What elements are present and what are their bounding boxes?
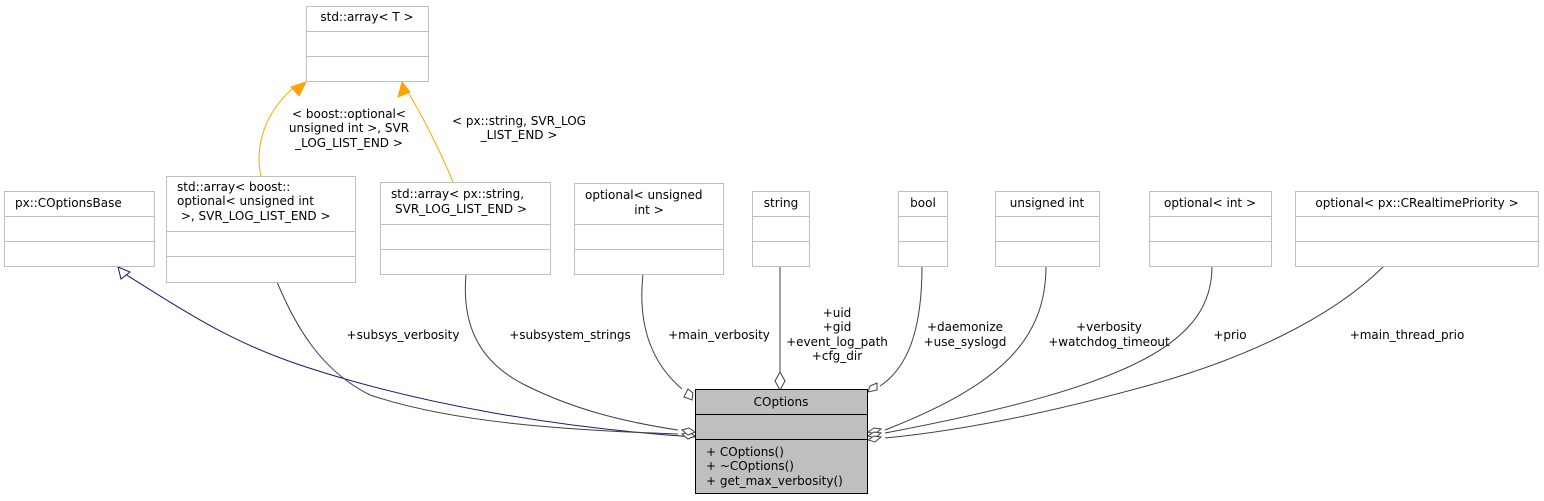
composition-edge-subsystem-strings	[464, 273, 679, 431]
template-label-optional: < boost::optional< unsigned int >, SVR _…	[289, 107, 409, 150]
class-name: optional< int >	[1164, 196, 1256, 210]
class-name: COptions	[754, 395, 809, 409]
class-name: optional< unsigned int	[177, 194, 314, 208]
label-bool-members: +daemonize +use_syslogd	[924, 320, 1007, 349]
class-name: int >	[634, 203, 664, 217]
class-box-optional-realtime: optional< px::CRealtimePriority >	[1295, 191, 1539, 267]
composition-edge-bool	[879, 265, 923, 387]
method-constructor: + COptions()	[706, 445, 784, 459]
class-name: optional< unsigned	[585, 188, 703, 202]
class-box-optional-uint: optional< unsigned int >	[574, 183, 724, 275]
svg-text:+cfg_dir: +cfg_dir	[812, 349, 862, 363]
label-uint-members: +verbosity +watchdog_timeout	[1048, 320, 1170, 349]
composition-edge-optional-int	[884, 265, 1213, 434]
composition-edge-subsys-verbosity	[276, 281, 679, 435]
class-box-std-array-template: std::array< T >	[306, 6, 429, 82]
label-string-members: +uid +gid +event_log_path +cfg_dir	[786, 306, 888, 363]
edges	[124, 83, 1385, 439]
method-get-max-verbosity: + get_max_verbosity()	[706, 474, 843, 488]
label-main-verbosity: +main_verbosity	[668, 328, 770, 342]
class-box-coptions[interactable]: COptions + COptions() + ~COptions() + ge…	[695, 389, 868, 494]
label-prio: +prio	[1213, 328, 1246, 342]
class-name: std::array< boost::	[177, 180, 290, 194]
class-box-optional-int: optional< int >	[1149, 191, 1272, 267]
class-name: >, SVR_LOG_LIST_END >	[177, 209, 331, 223]
svg-text:+watchdog_timeout: +watchdog_timeout	[1048, 335, 1170, 349]
svg-text:+uid: +uid	[823, 306, 852, 320]
composition-edge-main-verbosity	[641, 273, 683, 390]
class-box-unsigned-int: unsigned int	[995, 191, 1100, 267]
template-arrowhead-optional	[290, 81, 307, 97]
svg-text:+verbosity: +verbosity	[1076, 320, 1142, 334]
class-box-array-optional-uint: std::array< boost:: optional< unsigned i…	[166, 176, 356, 283]
diamond-bool	[867, 382, 878, 393]
class-box-bool: bool	[898, 191, 948, 267]
diamond-string	[774, 370, 786, 392]
svg-text:unsigned int >, SVR: unsigned int >, SVR	[289, 121, 409, 135]
template-edge-pxstring-array	[407, 91, 454, 183]
template-edge-optional-array	[258, 83, 299, 177]
template-arrowhead-pxstring	[397, 80, 411, 98]
label-subsystem-strings: +subsystem_strings	[509, 328, 631, 342]
class-name: string	[764, 196, 798, 210]
class-box-coptionsbase: px::COptionsBase	[4, 191, 155, 267]
svg-text:< px::string, SVR_LOG: < px::string, SVR_LOG	[452, 114, 586, 128]
class-box-string: string	[752, 191, 810, 267]
class-name: px::COptionsBase	[15, 196, 122, 210]
diamond-main-verbosity	[683, 388, 694, 401]
class-name: SVR_LOG_LIST_END >	[395, 202, 527, 216]
inheritance-edge	[124, 273, 696, 438]
diamond-subsystem-strings	[680, 427, 697, 436]
method-destructor: + ~COptions()	[706, 459, 794, 473]
class-box-array-pxstring: std::array< px::string, SVR_LOG_LIST_END…	[380, 182, 551, 275]
svg-text:+gid: +gid	[823, 320, 852, 334]
label-main-thread-prio: +main_thread_prio	[1350, 328, 1465, 342]
svg-text:+daemonize: +daemonize	[927, 320, 1003, 334]
diamond-optional-realtime	[866, 435, 883, 443]
svg-text:< boost::optional<: < boost::optional<	[292, 107, 406, 121]
svg-text:+use_syslogd: +use_syslogd	[924, 335, 1007, 349]
svg-text:+event_log_path: +event_log_path	[786, 335, 888, 349]
class-name: std::array< px::string,	[391, 187, 524, 201]
composition-edge-unsigned-int	[884, 265, 1047, 431]
svg-text:_LOG_LIST_END >: _LOG_LIST_END >	[294, 136, 403, 150]
label-subsys-verbosity: +subsys_verbosity	[347, 328, 460, 342]
class-name: unsigned int	[1010, 196, 1085, 210]
edge-heads	[117, 80, 883, 443]
class-name: std::array< T >	[320, 10, 413, 24]
inheritance-arrowhead	[117, 266, 131, 280]
composition-edge-optional-realtime	[884, 265, 1385, 439]
class-name: optional< px::CRealtimePriority >	[1315, 196, 1518, 210]
class-name: bool	[910, 196, 936, 210]
svg-text:_LIST_END >: _LIST_END >	[480, 128, 558, 142]
template-label-pxstring: < px::string, SVR_LOG _LIST_END >	[452, 114, 586, 142]
